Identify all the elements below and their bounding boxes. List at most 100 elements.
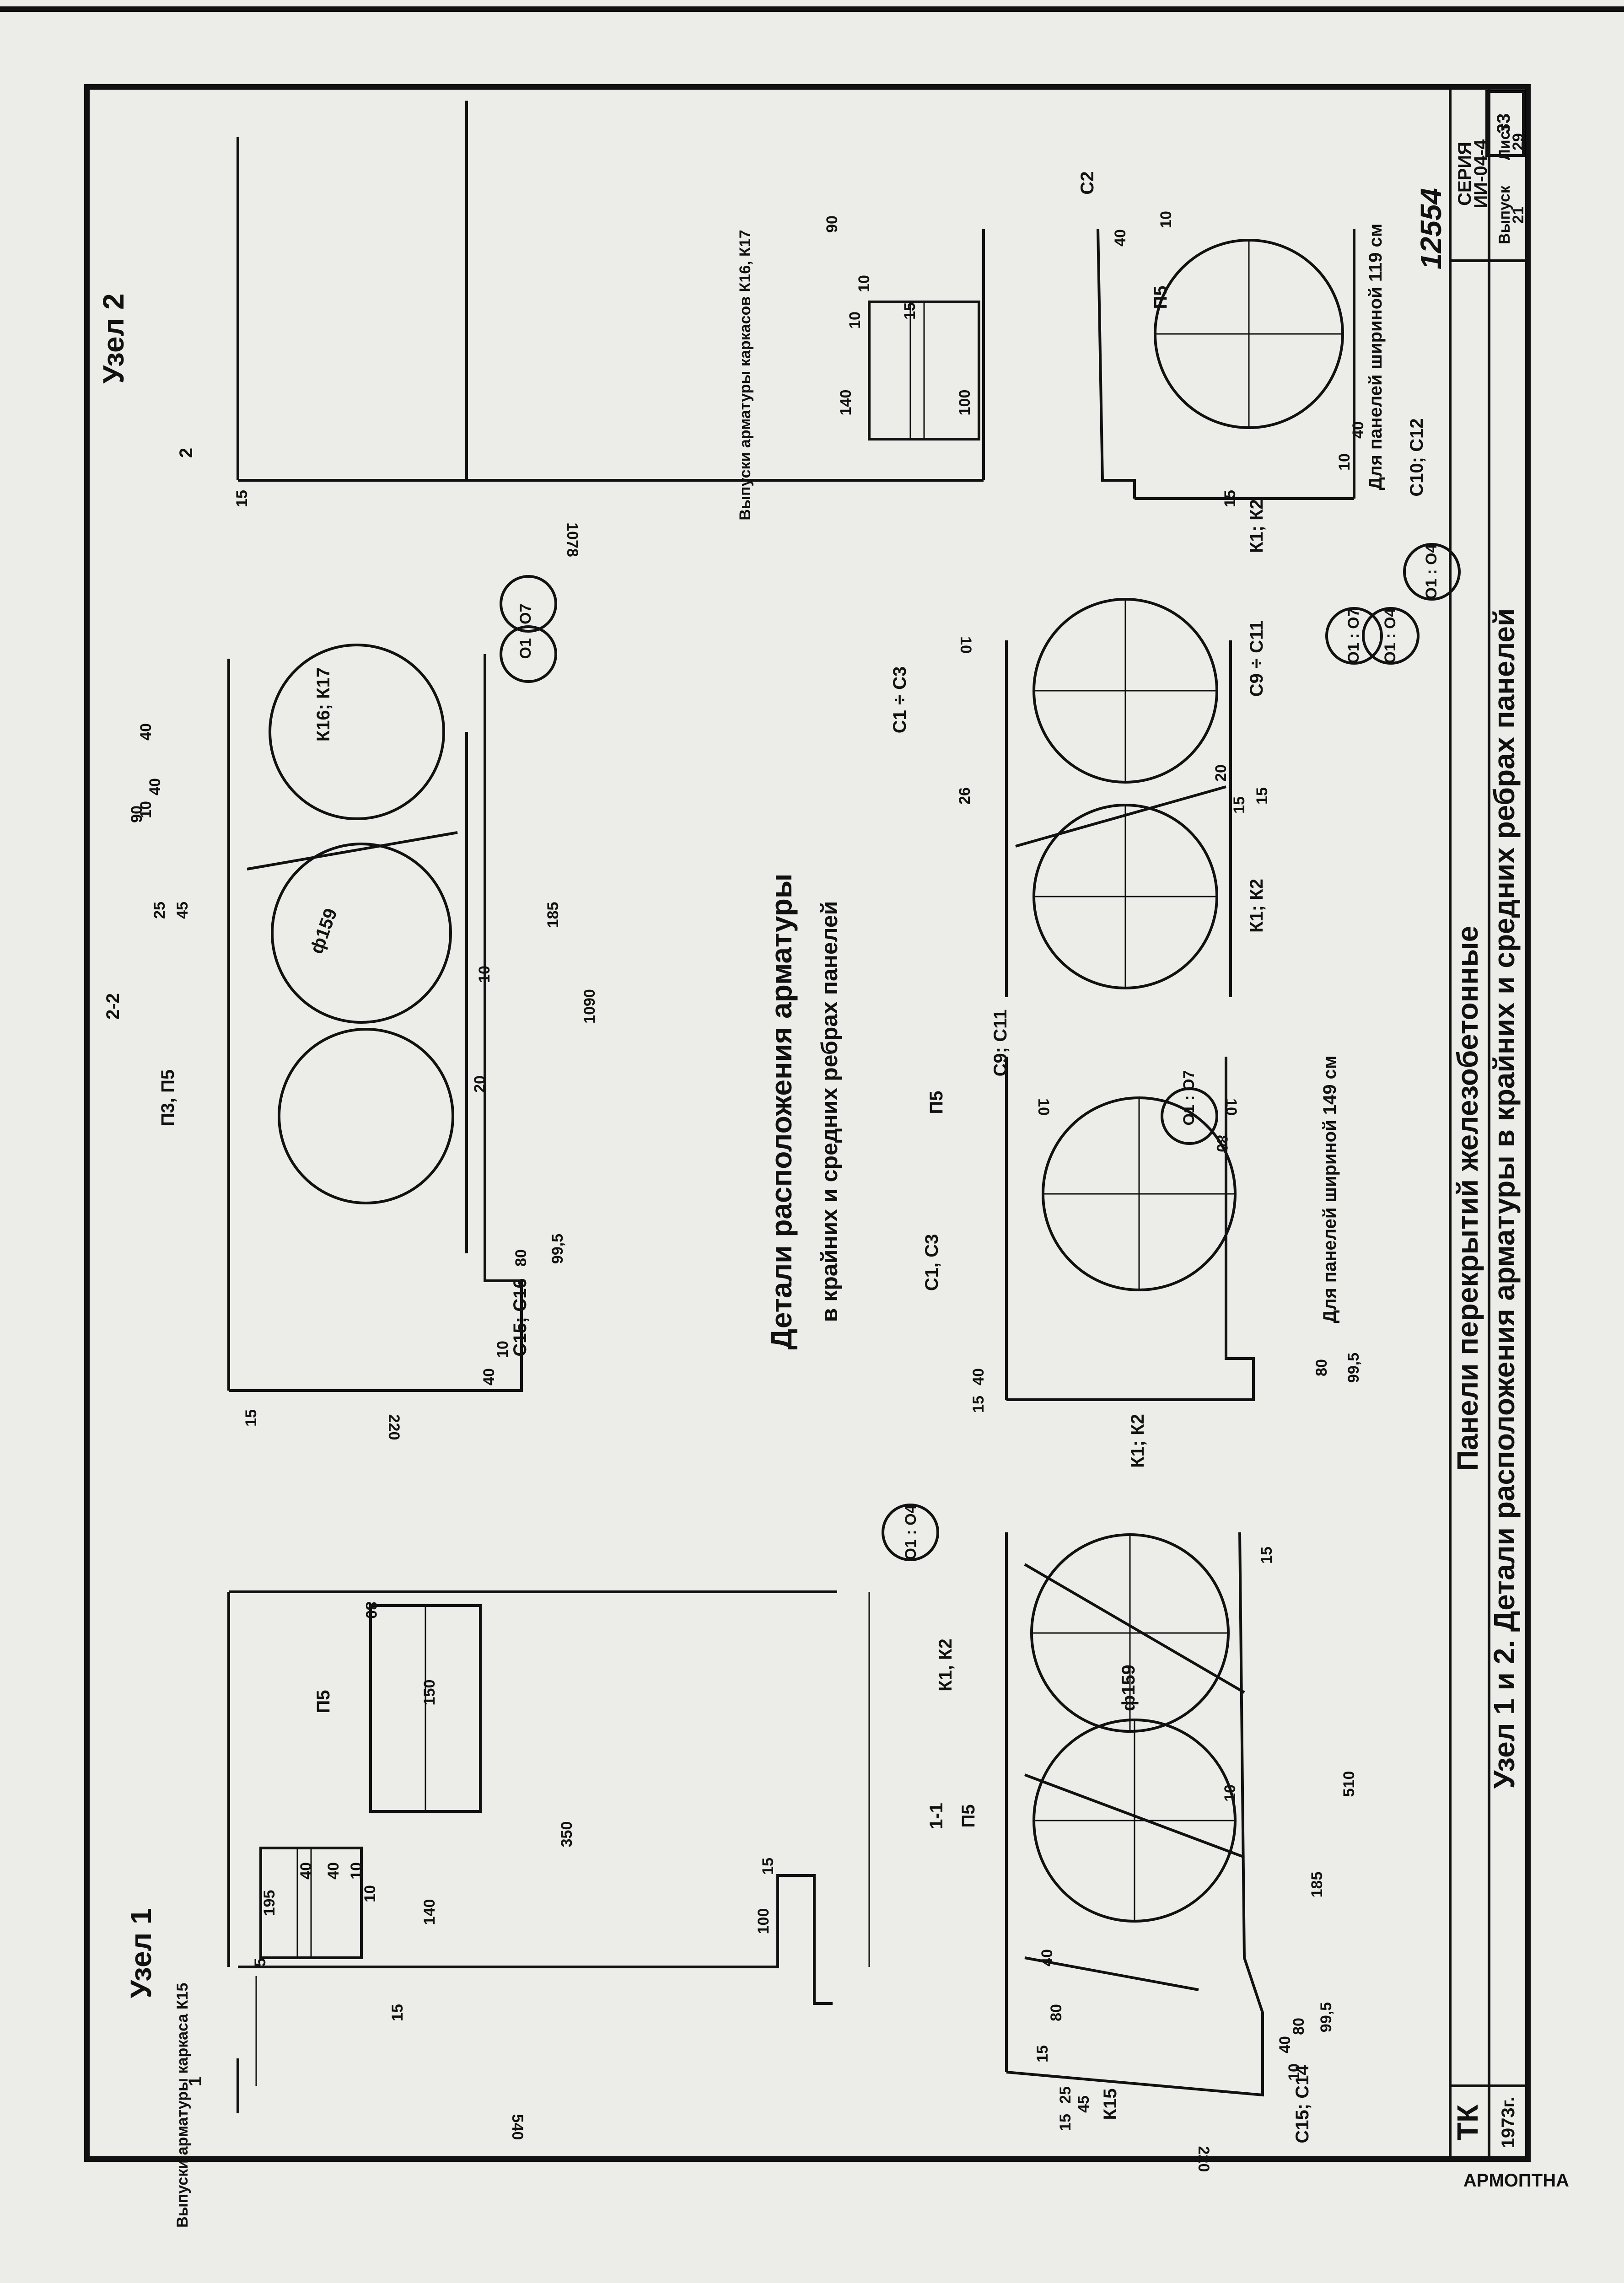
detail-rib-drawing: С1 ÷ С3 К1; К2 С9 ÷ С11 О1 : О7 О1 : О4 … <box>890 598 1420 997</box>
detail-middle-dim-40: 40 <box>970 1368 987 1386</box>
section11-dim-185: 185 <box>1308 1872 1326 1898</box>
section22-void-3 <box>269 644 445 820</box>
page-number: 33 <box>1494 113 1514 134</box>
series-value: ИИ-04-4 <box>1471 139 1491 209</box>
detail-right-marker <box>1403 543 1461 601</box>
center-title-line1: Детали расположения арматуры <box>765 874 798 1350</box>
section22-dim-1090: 1090 <box>581 989 598 1024</box>
section22-dim-15: 15 <box>242 1409 260 1427</box>
section11-c15-c14: С15; С14 <box>1292 2065 1312 2143</box>
node1-dim-350: 350 <box>558 1821 575 1848</box>
section22-outline <box>227 654 523 1392</box>
node1-dim-40a: 40 <box>297 1862 315 1880</box>
section11-outline <box>1005 1532 1264 2097</box>
detail-rib-dim-10: 10 <box>957 636 974 654</box>
org-code: ТК <box>1451 2104 1484 2140</box>
drawing-frame <box>84 84 1531 2162</box>
detail-rib-o1-o4: О1 : О4 <box>1382 608 1399 663</box>
main-title-1: Панели перекрытий железобетонные <box>1451 926 1484 1471</box>
main-title-2: Узел 1 и 2. Детали расположения арматуры… <box>1488 608 1521 1789</box>
issue-value: 21 <box>1510 206 1527 224</box>
node2-dim-140: 140 <box>837 390 855 416</box>
node1-rib-outline <box>227 1590 837 1967</box>
section22-dim-220: 220 <box>385 1414 403 1440</box>
detail-middle-p5: П5 <box>926 1091 946 1114</box>
section22-marker-2 <box>500 575 557 633</box>
node1-dim-lines <box>255 1592 870 2086</box>
section22-dim-10b: 10 <box>476 966 493 983</box>
section22-dim-80: 80 <box>512 1249 530 1267</box>
node1-dim-40b: 40 <box>325 1862 342 1880</box>
node1-dim-15: 15 <box>759 1858 777 1875</box>
section22-dim-10c: 10 <box>137 801 155 818</box>
detail-middle-o1-o7: О1 : О7 <box>1180 1070 1198 1126</box>
detail-rib-dim-26: 26 <box>956 787 973 805</box>
section11-o1-o4: О1 : О4 <box>902 1504 920 1560</box>
detail-middle-dim-995: 99,5 <box>1345 1353 1362 1383</box>
node1-outlets-label: Выпуски арматуры каркаса К15 <box>174 1983 191 2228</box>
section22-dim-40: 40 <box>480 1368 498 1386</box>
archive-mark: ΑΡΜΟΠΤΗΑ <box>1463 2170 1569 2191</box>
node1-title: Узел 1 <box>124 1908 157 1998</box>
node1-p5-label: П5 <box>313 1690 333 1714</box>
sheet-value: 29 <box>1510 133 1527 150</box>
section22-dim-90: 90 <box>128 806 145 823</box>
detail-right-p5: П5 <box>1151 286 1171 309</box>
node2-outlets-label: Выпуски арматуры каркасов К16, К17 <box>737 230 754 520</box>
detail-middle-axes <box>1043 1098 1235 1290</box>
detail-middle-outline <box>1005 1057 1255 1401</box>
detail-rib-axes <box>1034 599 1217 988</box>
detail-rib-o1-o7: О1 : О7 <box>1345 608 1362 664</box>
detail-middle-c9-c11: С9; С11 <box>990 1010 1011 1077</box>
node2-dim-15b: 15 <box>233 490 251 507</box>
detail-right-outline <box>1097 228 1355 500</box>
node1-dim-5: 5 <box>252 1958 269 1967</box>
detail-middle-drawing: С1, С3 П5 К1; К2 С9; С11 О1 : О7 Для пан… <box>922 1010 1362 1468</box>
section11-dim-80: 80 <box>1290 2018 1307 2035</box>
node2-dim-1078: 1078 <box>564 522 581 557</box>
section11-k1k2: К1, К2 <box>936 1638 956 1692</box>
node2-dim-90: 90 <box>823 215 841 233</box>
section11-dim-15c: 15 <box>1034 2045 1051 2063</box>
section22-drawing: 2-2 П3, П5 К16; К17 С15; С16 О1 : О7 ф15… <box>103 575 598 1440</box>
detail-right-dim-10b: 10 <box>1157 211 1175 228</box>
detail-middle-dim-10a: 10 <box>1035 1098 1052 1116</box>
detail-middle-c1-c3: С1, С3 <box>922 1234 942 1291</box>
node1-dim-540: 540 <box>509 2114 526 2140</box>
detail-middle-k1-k2: К1; К2 <box>1128 1414 1148 1468</box>
detail-rib-outline <box>1005 640 1232 997</box>
detail-rib-k1-k2: К1; К2 <box>1247 879 1267 933</box>
section11-dim-40: 40 <box>1276 2036 1294 2053</box>
detail-right-dim-40b: 40 <box>1350 421 1367 439</box>
section22-marker-1 <box>500 625 557 683</box>
section11-dim-10b: 10 <box>1221 1784 1239 1802</box>
detail-middle-caption: Для панелей шириной 149 см <box>1320 1056 1340 1323</box>
section11-k15-bar <box>1024 1956 1199 1991</box>
section22-title: 2-2 <box>103 993 123 1020</box>
node1-outline <box>237 1874 833 2113</box>
node1-dim-15b: 15 <box>389 2004 406 2021</box>
detail-right-dim-15: 15 <box>1221 490 1239 507</box>
section11-dim-15: 15 <box>1057 2114 1074 2131</box>
section11-drawing: 1-1 П5 К1, К2 К15 С15; С14 О1 : О4 ф159 … <box>882 1504 1358 2172</box>
section22-dim-995: 99,5 <box>549 1234 566 1264</box>
detail-rib-marker-1 <box>1325 607 1383 665</box>
section11-dim-80b: 80 <box>1048 2004 1065 2021</box>
section11-k1-k2-bars <box>1024 1563 1245 1859</box>
node2-dim-10a: 10 <box>846 312 864 329</box>
sheet-label: Лист <box>1496 124 1513 160</box>
issue-label: Выпуск <box>1496 185 1513 244</box>
page-number-box <box>1485 90 1525 157</box>
node2-section-mark: 2 <box>176 448 196 458</box>
section22-dim-20: 20 <box>471 1075 489 1093</box>
detail-middle-dim-80b: 80 <box>1213 1135 1231 1152</box>
node2-outline <box>237 101 985 482</box>
detail-right-dim-40a: 40 <box>1112 229 1129 247</box>
detail-right-o1-o4: О1 : О4 <box>1423 544 1440 599</box>
detail-rib-dim-20: 20 <box>1212 764 1230 782</box>
node1-dim-150: 150 <box>421 1680 438 1706</box>
series-label: СЕРИЯ <box>1455 142 1475 206</box>
section11-axes <box>1032 1535 1235 1921</box>
section22-dim-40c: 40 <box>137 723 155 741</box>
